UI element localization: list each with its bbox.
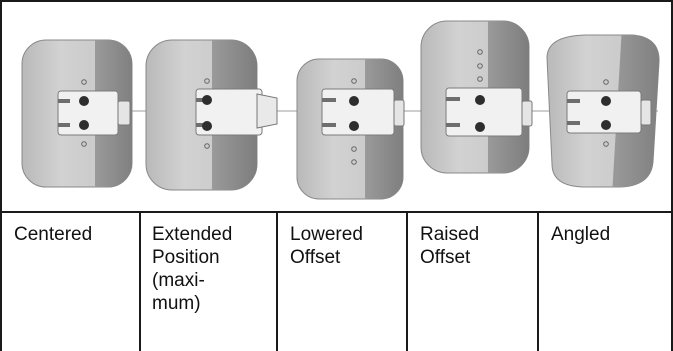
mount-positions-illustration <box>0 6 673 212</box>
plate-lowered-offset <box>296 58 405 200</box>
plate-extended <box>145 39 278 191</box>
table-right-border <box>671 0 673 351</box>
column-divider-3 <box>406 211 408 351</box>
plate-centered <box>21 39 133 188</box>
plate-raised-offset <box>420 20 533 174</box>
table-top-border <box>0 0 673 2</box>
table-row-divider <box>0 211 673 213</box>
column-divider-1 <box>139 211 141 351</box>
label-angled: Angled <box>551 224 611 245</box>
label-centered: Centered <box>14 224 93 245</box>
column-divider-4 <box>537 211 539 351</box>
column-divider-2 <box>276 211 278 351</box>
label-extended-position: Extended Position (maxi- mum) <box>152 224 233 314</box>
plate-angled <box>546 34 660 188</box>
label-lowered-offset: Lowered Offset <box>290 224 363 268</box>
table-left-border <box>0 0 2 351</box>
label-raised-offset: Raised Offset <box>420 224 480 268</box>
